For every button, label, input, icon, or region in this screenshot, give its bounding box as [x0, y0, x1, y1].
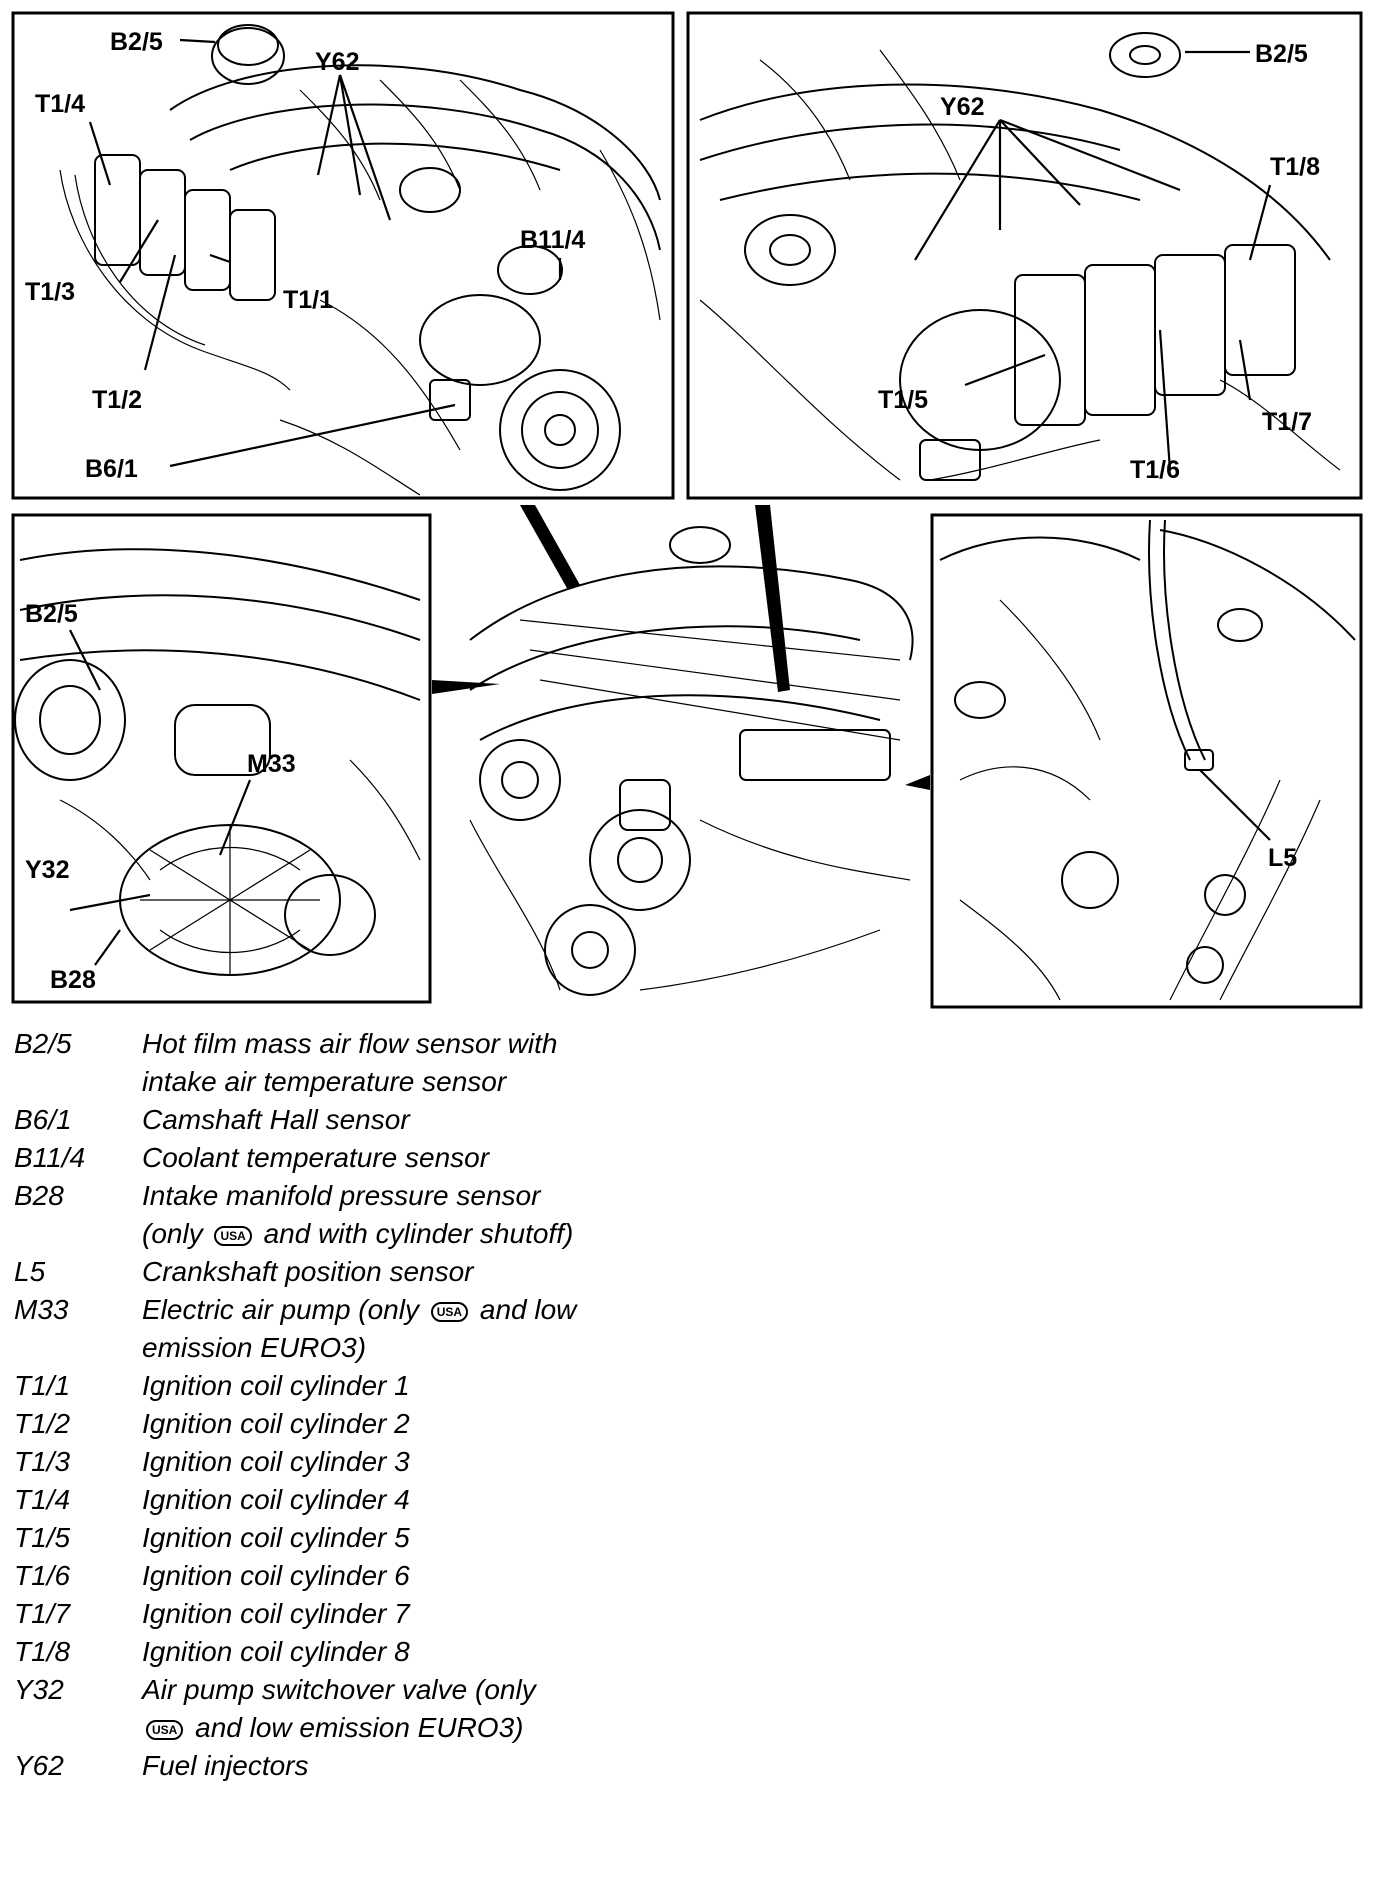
legend-description: Ignition coil cylinder 4: [142, 1484, 410, 1515]
callout-b2-5: B2/5: [1255, 40, 1308, 68]
legend-row: T1/3 Ignition coil cylinder 3: [10, 1443, 910, 1481]
legend-code: Y32: [14, 1674, 64, 1705]
legend-code: B2/5: [14, 1028, 72, 1059]
callouts-top-left: B2/5 Y62 T1/4 B11/4 T1/1 T1/3 T1/2 B6/1: [25, 28, 585, 483]
legend-description: Hot film mass air flow sensor with intak…: [142, 1028, 558, 1097]
legend-row: T1/7 Ignition coil cylinder 7: [10, 1595, 910, 1633]
legend-description: Ignition coil cylinder 6: [142, 1560, 410, 1591]
legend-row: T1/4 Ignition coil cylinder 4: [10, 1481, 910, 1519]
callout-l5: L5: [1268, 844, 1297, 872]
legend-row: Y32 Air pump switchover valve (only USA a…: [10, 1671, 910, 1747]
legend-row: B6/1 Camshaft Hall sensor: [10, 1101, 910, 1139]
legend-description: Electric air pump (only USA and low emis…: [142, 1294, 577, 1363]
engine-sketch-top-left: [59, 24, 661, 496]
component-legend: B2/5 Hot film mass air flow sensor with i…: [10, 1025, 910, 1785]
usa-country-mark-icon: USA: [430, 1301, 469, 1322]
callout-t1-3: T1/3: [25, 278, 75, 306]
callout-t1-5: T1/5: [878, 386, 928, 414]
engine-sketch-top-right: [699, 32, 1341, 481]
legend-code: B6/1: [14, 1104, 72, 1135]
legend-code: T1/2: [14, 1408, 71, 1439]
legend-row: T1/8 Ignition coil cylinder 8: [10, 1633, 910, 1671]
legend-code: B11/4: [14, 1142, 86, 1173]
legend-code: T1/5: [14, 1522, 71, 1553]
callout-t1-7: T1/7: [1262, 408, 1312, 436]
legend-description: Ignition coil cylinder 1: [142, 1370, 410, 1401]
legend-description: Air pump switchover valve (only USA and …: [142, 1674, 536, 1743]
legend-code: Y62: [14, 1750, 64, 1781]
legend-row: B2/5 Hot film mass air flow sensor with i…: [10, 1025, 910, 1101]
legend-description: Fuel injectors: [142, 1750, 309, 1781]
engine-sketch-bottom-right: [939, 519, 1356, 1001]
legend-description: Camshaft Hall sensor: [142, 1104, 410, 1135]
callout-b11-4: B11/4: [520, 226, 585, 254]
pointer-bottom-right: [905, 775, 930, 790]
callout-m33: M33: [247, 750, 296, 778]
panel-top-right: B2/5 Y62 T1/8 T1/5 T1/7 T1/6: [686, 11, 1363, 500]
legend-code: L5: [14, 1256, 46, 1287]
legend-code: B28: [14, 1180, 64, 1211]
engine-component-diagram: B2/5 Y62 T1/4 B11/4 T1/1 T1/3 T1/2 B6/1: [11, 11, 1363, 1009]
panel-top-left: B2/5 Y62 T1/4 B11/4 T1/1 T1/3 T1/2 B6/1: [11, 11, 675, 500]
legend-row: L5 Crankshaft position sensor: [10, 1253, 910, 1291]
callouts-bottom-right: L5: [1199, 769, 1297, 872]
callout-t1-2: T1/2: [92, 386, 142, 414]
legend-row: T1/2 Ignition coil cylinder 2: [10, 1405, 910, 1443]
engine-sketch-bottom-left: [14, 548, 421, 976]
legend-code: T1/7: [14, 1598, 71, 1629]
legend-description: Ignition coil cylinder 5: [142, 1522, 410, 1553]
legend-code: M33: [14, 1294, 69, 1325]
callout-t1-6: T1/6: [1130, 456, 1180, 484]
callout-t1-1: T1/1: [283, 286, 333, 314]
legend-description: Ignition coil cylinder 7: [142, 1598, 410, 1629]
callout-b2-5: B2/5: [25, 600, 78, 628]
callout-b2-5: B2/5: [110, 28, 163, 56]
callout-t1-8: T1/8: [1270, 153, 1320, 181]
legend-row: Y62 Fuel injectors: [10, 1747, 910, 1785]
panel-bottom-left: B2/5 M33 Y32 B28: [11, 513, 432, 1004]
legend-code: T1/8: [14, 1636, 71, 1667]
callout-y62: Y62: [315, 48, 359, 76]
legend-row: B11/4 Coolant temperature sensor: [10, 1139, 910, 1177]
legend-description: Coolant temperature sensor: [142, 1142, 490, 1173]
legend-row: M33 Electric air pump (only USA and low e…: [10, 1291, 910, 1367]
callout-b6-1: B6/1: [85, 455, 138, 483]
legend-code: T1/3: [14, 1446, 71, 1477]
legend-description: Ignition coil cylinder 8: [142, 1636, 410, 1667]
legend-row: T1/6 Ignition coil cylinder 6: [10, 1557, 910, 1595]
callout-y62: Y62: [940, 93, 984, 121]
callouts-top-right: B2/5 Y62 T1/8 T1/5 T1/7 T1/6: [878, 40, 1320, 484]
legend-code: T1/1: [14, 1370, 71, 1401]
panel-bottom-right: L5: [930, 513, 1363, 1009]
legend-code: T1/4: [14, 1484, 71, 1515]
callout-t1-4: T1/4: [35, 90, 85, 118]
legend-description: Ignition coil cylinder 3: [142, 1446, 410, 1477]
pointer-bottom-left: [432, 680, 500, 694]
legend-row: T1/1 Ignition coil cylinder 1: [10, 1367, 910, 1405]
legend-description: Ignition coil cylinder 2: [142, 1408, 410, 1439]
pointer-top-right: [755, 505, 790, 692]
legend-row: B28 Intake manifold pressure sensor (only…: [10, 1177, 910, 1253]
engine-overview: [432, 505, 930, 996]
legend-description: Intake manifold pressure sensor (only US…: [142, 1180, 574, 1249]
pointer-top-left: [520, 505, 580, 590]
callout-b28: B28: [50, 966, 96, 994]
legend-description: Crankshaft position sensor: [142, 1256, 474, 1287]
legend-row: T1/5 Ignition coil cylinder 5: [10, 1519, 910, 1557]
legend-code: T1/6: [14, 1560, 71, 1591]
usa-country-mark-icon: USA: [146, 1719, 184, 1740]
callouts-bottom-left: B2/5 M33 Y32 B28: [25, 600, 296, 994]
usa-country-mark-icon: USA: [214, 1225, 252, 1246]
callout-y32: Y32: [25, 856, 69, 884]
